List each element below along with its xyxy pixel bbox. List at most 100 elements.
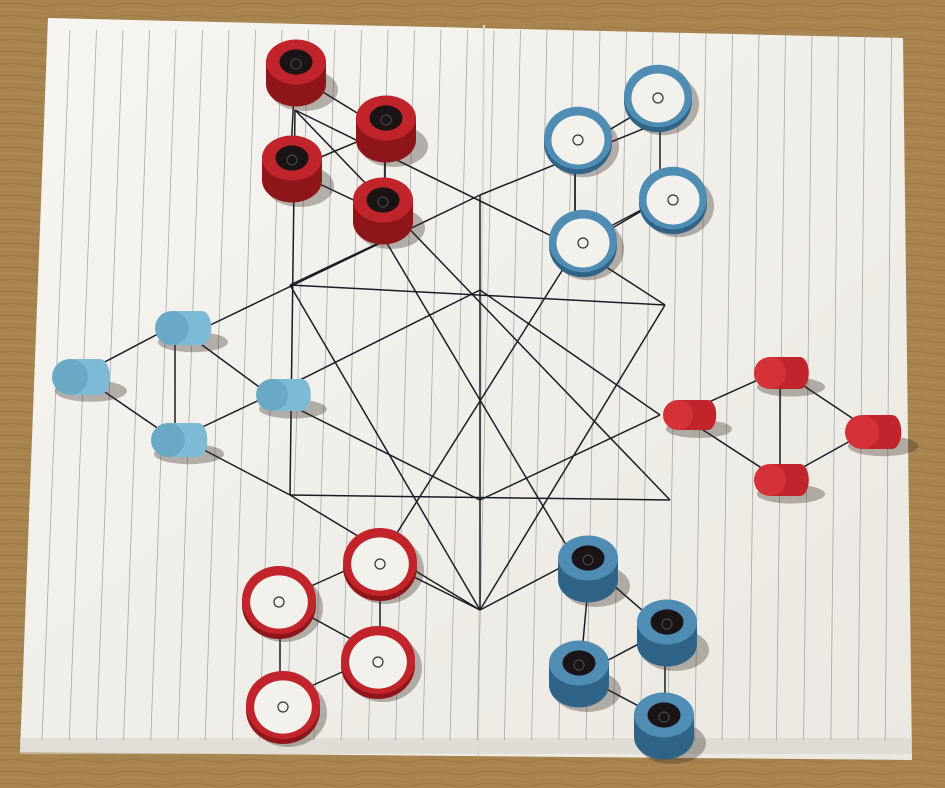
light-blue-peg-piece [155,311,228,353]
peg-face [256,379,288,411]
board-node [582,554,594,566]
board-node [667,194,679,206]
tube-hole [650,609,684,635]
game-pieces [52,39,918,764]
tube-hole [275,145,309,171]
blue-ring-piece [624,64,699,136]
red-tube-piece [266,39,338,111]
blue-tube-piece [549,640,621,712]
board-node [577,237,589,249]
ruled-line [531,29,548,741]
red-ring-piece [246,670,327,748]
red-peg-piece [845,415,918,457]
ruled-line [150,29,177,741]
red-ring-piece [341,625,422,703]
ring-hole [254,680,312,734]
ruled-line [204,29,230,741]
board-line [199,194,481,331]
ruled-line [177,29,203,741]
board-node [572,134,584,146]
blue-tube-piece [558,535,630,607]
red-tube-piece [353,177,425,249]
paper-bottom-edge [20,738,912,754]
ring-hole [631,73,685,123]
peg-face [155,311,189,345]
tube-hole [279,49,313,75]
ruled-line [612,29,627,741]
peg-face [52,359,88,395]
red-peg-piece [663,400,732,438]
blue-ring-piece [639,166,714,238]
tube-hole [369,105,403,131]
tube-hole [571,545,605,571]
board-node [652,92,664,104]
board-node [661,618,673,630]
ring-hole [349,635,407,689]
board-node [277,701,289,713]
board-line [384,239,576,561]
ruled-line [123,29,150,741]
red-ring-piece [242,565,323,643]
ruled-line [748,29,760,741]
light-blue-peg-piece [151,423,224,465]
tube-hole [366,187,400,213]
ruled-line [340,29,362,741]
ring-hole [351,537,409,591]
tube-hole [562,650,596,676]
board-node [573,659,585,671]
red-ring-piece [343,527,424,605]
blue-tube-piece [634,692,706,764]
ruled-line [449,29,468,741]
board-node [377,196,389,208]
peg-end [791,464,809,496]
red-tube-piece [262,135,334,207]
ruled-line [232,29,256,741]
board-node [374,558,386,570]
red-tube-piece [356,95,428,167]
board-line [269,289,481,396]
board-line [289,284,666,306]
board-line [294,109,581,251]
peg-face [151,423,185,457]
blue-tube-piece [637,599,709,671]
ring-hole [646,175,700,225]
board-line [294,109,671,501]
ruled-line [96,29,124,741]
board-line [269,394,481,501]
ruled-line [504,29,521,741]
red-peg-piece [754,464,825,504]
peg-end [699,400,717,430]
light-blue-peg-piece [256,379,327,419]
board-node [372,656,384,668]
board-node [380,114,392,126]
board-node [273,596,285,608]
peg-face [663,400,693,430]
paper-fold [477,24,485,757]
blue-ring-piece [544,106,619,178]
peg-end [192,311,212,345]
peg-face [754,464,786,496]
board-line [289,284,481,611]
ring-hole [556,218,610,268]
peg-end [882,415,902,449]
ruled-line [422,29,442,741]
board-line [479,289,661,416]
board-line [479,304,666,611]
board-line [289,239,386,286]
board-node [286,154,298,166]
board-node [658,711,670,723]
peg-end [293,379,311,411]
ruled-line [830,29,839,741]
ring-hole [551,115,605,165]
tube-hole [647,702,681,728]
ring-hole [250,575,308,629]
ruled-line [857,29,866,741]
board-line [379,249,576,561]
ruled-line [884,29,892,741]
ruled-line [476,29,495,741]
board-line [479,414,661,501]
blue-ring-piece [549,209,624,281]
peg-end [791,357,809,389]
peg-face [754,357,786,389]
